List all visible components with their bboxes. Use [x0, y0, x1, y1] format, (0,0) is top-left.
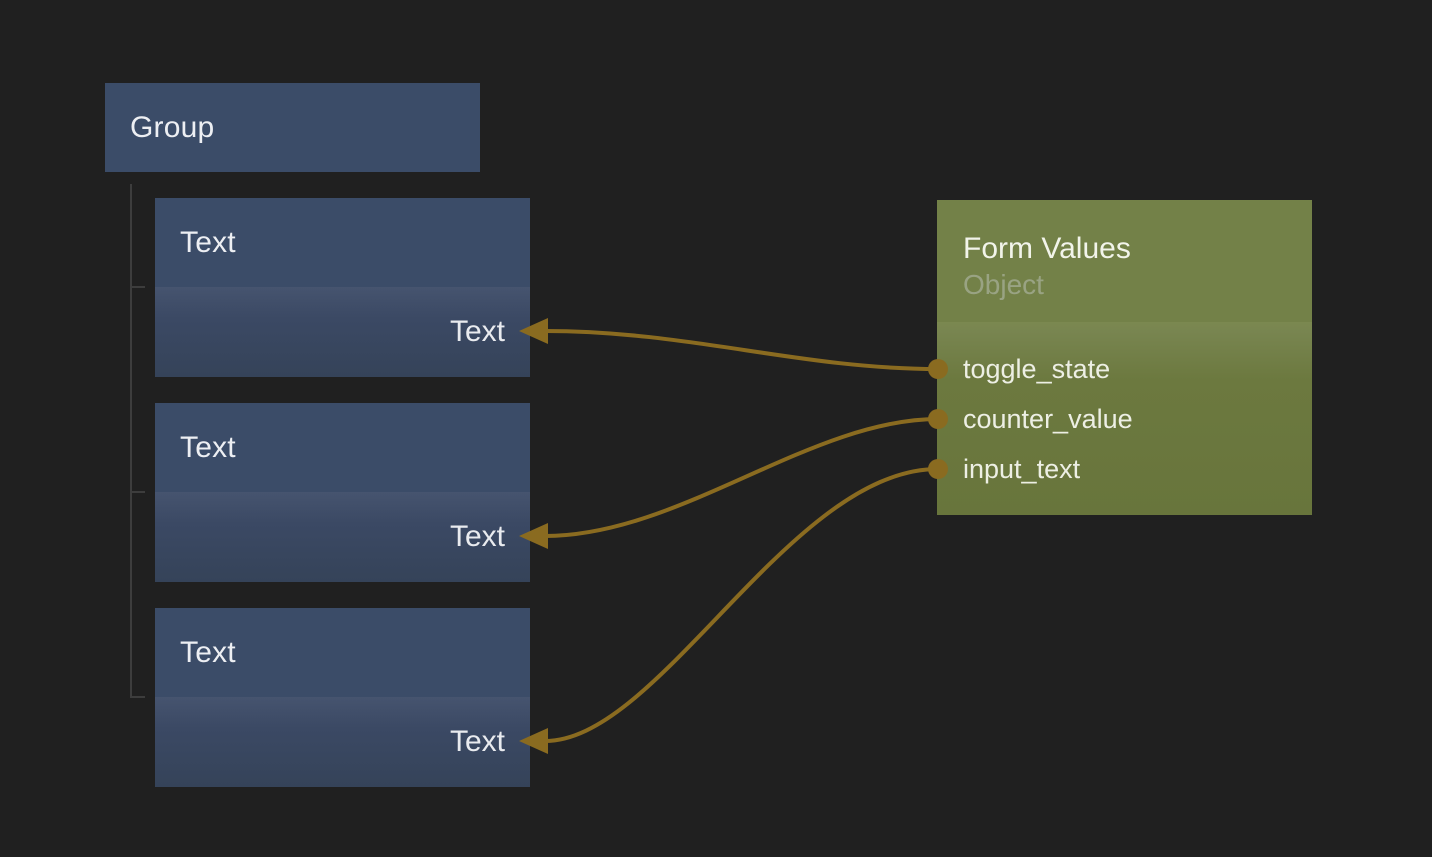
tree-connector-stub-2: [130, 491, 145, 493]
wire-input-text-to-text-3[interactable]: [519, 467, 939, 754]
node-text-2-body: Text: [155, 492, 530, 582]
node-text-3-title: Text: [180, 635, 236, 669]
tree-connector-line: [130, 184, 132, 698]
node-text-1-body: Text: [155, 287, 530, 377]
node-text-3-input-port-label: Text: [449, 725, 505, 758]
node-text-2[interactable]: Text Text: [155, 403, 530, 582]
node-form-values-title: Form Values: [963, 232, 1131, 265]
output-field-toggle-state[interactable]: toggle_state: [963, 351, 1110, 387]
node-text-3-body: Text: [155, 697, 530, 787]
wire-input-text-path: [544, 467, 939, 743]
node-group[interactable]: Group: [105, 83, 480, 172]
node-text-2-title: Text: [180, 430, 236, 464]
node-text-3[interactable]: Text Text: [155, 608, 530, 787]
tree-connector-stub-3: [130, 696, 145, 698]
node-text-2-header[interactable]: Text: [155, 403, 530, 492]
node-text-1-title: Text: [180, 225, 236, 259]
node-group-title: Group: [130, 110, 215, 144]
node-text-3-header[interactable]: Text: [155, 608, 530, 697]
node-text-1-header[interactable]: Text: [155, 198, 530, 287]
node-form-values-body: toggle_state counter_value input_text: [937, 322, 1312, 515]
wire-toggle-state-path: [544, 329, 939, 371]
node-text-1[interactable]: Text Text: [155, 198, 530, 377]
output-field-toggle-state-label: toggle_state: [963, 353, 1111, 384]
output-field-input-text-label: input_text: [963, 453, 1081, 484]
output-field-input-text[interactable]: input_text: [963, 451, 1080, 487]
output-field-counter-value[interactable]: counter_value: [963, 401, 1133, 437]
node-form-values-header[interactable]: Form Values Object: [937, 200, 1312, 322]
wire-counter-value-to-text-2[interactable]: [519, 417, 939, 549]
node-text-1-input-port-label: Text: [449, 315, 505, 348]
node-text-2-input-port-label: Text: [449, 520, 505, 553]
output-field-counter-value-label: counter_value: [963, 403, 1133, 434]
tree-connector-stub-1: [130, 286, 145, 288]
node-form-values[interactable]: Form Values Object toggle_state counter_…: [937, 200, 1312, 515]
node-form-values-type: Object: [963, 269, 1044, 300]
wire-toggle-state-to-text-1[interactable]: [519, 318, 939, 371]
wire-counter-value-path: [544, 417, 939, 538]
